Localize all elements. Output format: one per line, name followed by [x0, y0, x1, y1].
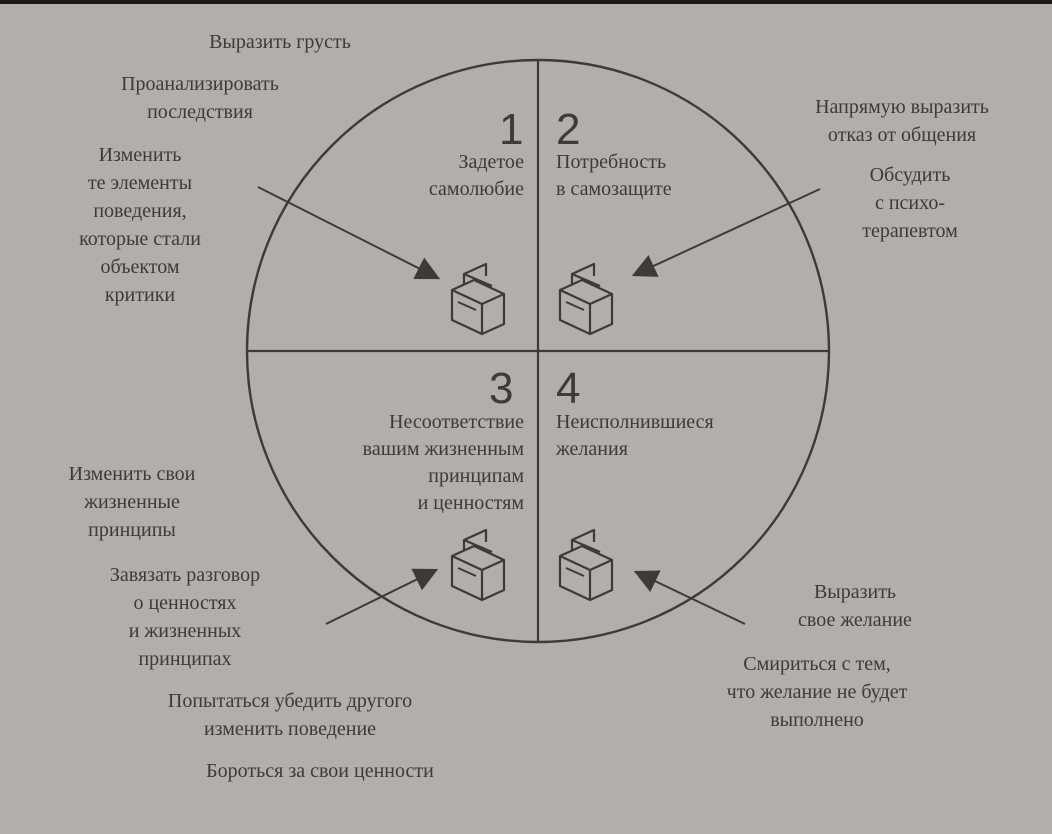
arrow-q3: [325, 568, 439, 625]
quadrant-4-number: 4: [556, 364, 581, 413]
quadrant-1-number: 1: [499, 105, 524, 154]
action-q2-discuss-therapist: Обсудить с психо- терапевтом: [862, 164, 958, 242]
toolbox-icon: [450, 262, 506, 336]
circle-diagram: [245, 58, 831, 644]
action-q1-change-behavior: Изменить те элементы поведения, которые …: [79, 144, 201, 306]
diagram-canvas: 1 2 3 4 Задетое самолюбие Потребность в …: [0, 4, 1052, 834]
quadrant-1-title: Задетое самолюбие: [428, 151, 524, 200]
arrow-q2: [631, 188, 821, 277]
arrow-q1: [257, 186, 441, 280]
toolbox-icon: [558, 262, 614, 336]
action-q3-change-principles: Изменить свои жизненные принципы: [68, 463, 196, 541]
action-q4-express-desire: Выразить свое желание: [798, 581, 912, 631]
action-q3-fight-for-values: Бороться за свои ценности: [206, 760, 434, 782]
arrow-q4: [633, 570, 746, 625]
action-q1-analyze-consequences: Проанализировать последствия: [121, 73, 279, 123]
action-q3-start-conversation: Завязать разговор о ценностях и жизненны…: [109, 564, 261, 670]
action-q3-convince-other: Попытаться убедить другого изменить пове…: [167, 690, 413, 740]
action-q4-accept: Смириться с тем, что желание не будет вы…: [726, 653, 908, 731]
toolbox-icon: [450, 528, 506, 602]
quadrant-2-number: 2: [556, 105, 581, 154]
quadrant-3-number: 3: [489, 364, 514, 413]
toolbox-icon: [558, 528, 614, 602]
quadrant-3-title: Несоответствие вашим жизненным принципам…: [362, 411, 524, 514]
quadrant-4-title: Неисполнившиеся желания: [556, 411, 714, 460]
quadrant-2-title: Потребность в самозащите: [556, 151, 672, 200]
action-q1-express-sadness: Выразить грусть: [209, 31, 351, 53]
action-q2-refuse-communication: Напрямую выразить отказ от общения: [815, 96, 989, 146]
